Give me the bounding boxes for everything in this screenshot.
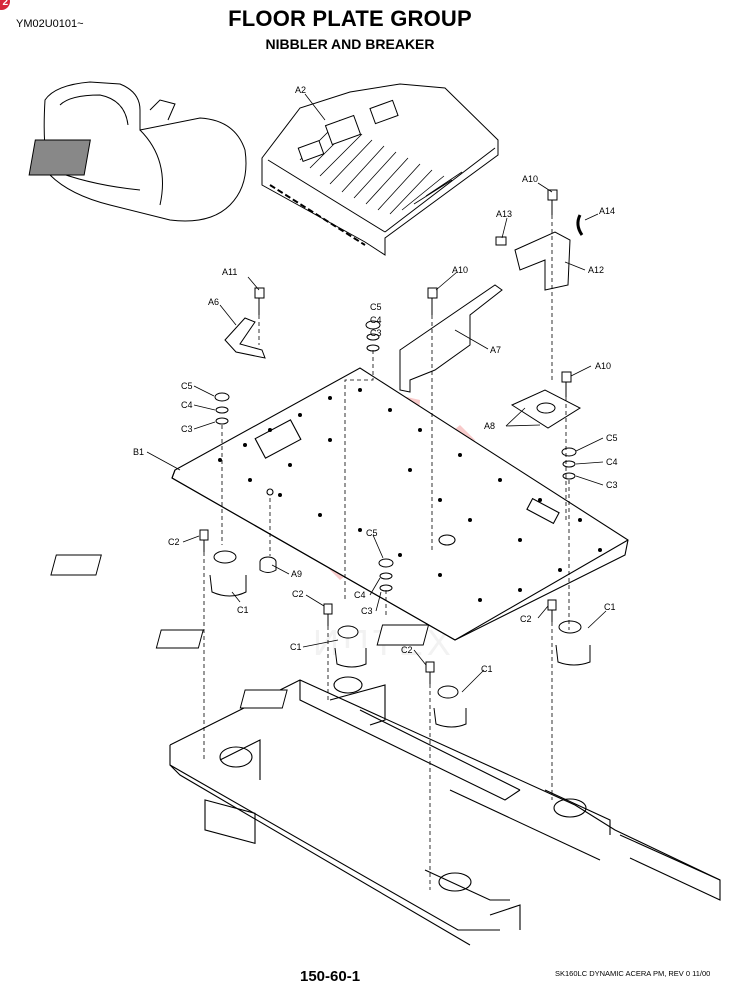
document-code: YM02U0101~ [16, 18, 84, 30]
callout-c5-top: C5 [370, 302, 382, 312]
floor-plate [171, 367, 629, 641]
corner-badge: 2 [0, 0, 10, 10]
rubber-mount-left [50, 550, 247, 597]
bracket-a12 [495, 214, 584, 291]
callout-a12: A12 [588, 265, 604, 275]
callout-c1-center: C1 [290, 642, 302, 652]
callout-b1: B1 [133, 447, 144, 457]
callout-c4-center: C4 [354, 590, 366, 600]
callout-a11: A11 [222, 267, 237, 277]
callout-c5-center: C5 [366, 528, 378, 538]
callout-a14: A14 [599, 206, 615, 216]
callout-c3-left: C3 [181, 424, 193, 434]
rubber-mount-right [376, 620, 591, 666]
callout-c2-lower: C2 [520, 614, 532, 624]
callout-c4-left: C4 [181, 400, 193, 410]
callout-c1-left: C1 [237, 605, 249, 615]
footer-note: SK160LC DYNAMIC ACERA PM, REV 0 11/00 [555, 969, 711, 978]
callout-a9: A9 [291, 569, 302, 579]
callout-c3-top: C3 [370, 328, 382, 338]
floor-mat [261, 83, 499, 256]
rubber-mount-lower [239, 685, 467, 728]
bracket-a7 [399, 284, 503, 393]
callout-c1-right: C1 [481, 664, 493, 674]
callout-c5-left: C5 [181, 381, 193, 391]
callout-c1-lower: C1 [604, 602, 616, 612]
callout-c5-right: C5 [606, 433, 618, 443]
callout-c3-right: C3 [606, 480, 618, 490]
callout-a10-mid: A10 [452, 265, 468, 275]
callout-a13: A13 [496, 209, 512, 219]
callout-c2-center: C2 [292, 589, 304, 599]
plate-a8 [510, 389, 582, 429]
leader-lines [146, 93, 607, 693]
callout-a8: A8 [484, 421, 495, 431]
callout-c3-center: C3 [361, 606, 373, 616]
callout-c2-right: C2 [401, 645, 413, 655]
callout-a10-top: A10 [522, 174, 538, 184]
callout-a2: A2 [295, 85, 306, 95]
page-title: FLOOR PLATE GROUP [228, 6, 472, 31]
callout-a6: A6 [208, 297, 219, 307]
rubber-mount-center [155, 625, 367, 668]
callout-a7: A7 [490, 345, 501, 355]
page-subtitle: NIBBLER AND BREAKER [265, 36, 435, 52]
page-number: 150-60-1 [300, 968, 361, 985]
pedal-bracket-a6 [224, 317, 266, 359]
assembly-lines [203, 215, 570, 890]
callout-c4-right: C4 [606, 457, 618, 467]
callout-a10-right: A10 [595, 361, 611, 371]
callout-c2-left: C2 [168, 537, 180, 547]
operator-seat [28, 81, 247, 222]
callout-c4-top: C4 [370, 315, 382, 325]
